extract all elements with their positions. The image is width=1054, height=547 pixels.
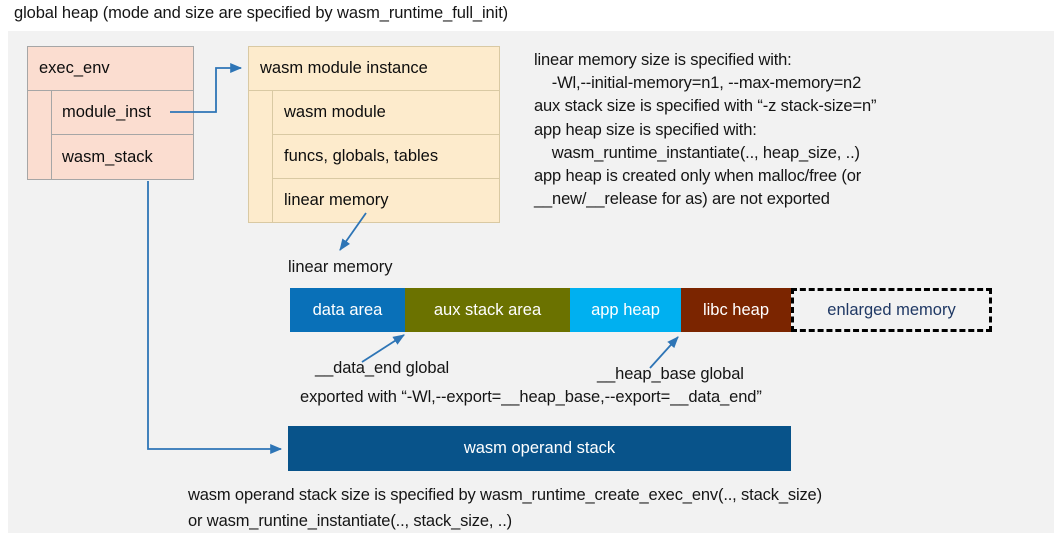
exec-env-header-label: exec_env: [39, 59, 110, 77]
wasm-module-instance-header-label: wasm module instance: [260, 59, 428, 77]
wmi-field-funcs-globals-tables: funcs, globals, tables: [273, 135, 499, 179]
memory-segment-data-area: data area: [290, 288, 405, 332]
wmi-field-linear-memory: linear memory: [273, 179, 499, 222]
annotation-exported-with: exported with “-Wl,--export=__heap_base,…: [300, 388, 762, 406]
wasm-module-instance-box: wasm module instance wasm module funcs, …: [248, 46, 500, 223]
wmi-field-label: linear memory: [284, 191, 389, 209]
wmi-field-wasm-module: wasm module: [273, 91, 499, 135]
memory-segment-label: libc heap: [702, 300, 770, 319]
exec-env-header: exec_env: [28, 47, 193, 91]
linear-memory-bar: data area aux stack area app heap libc heap…: [290, 288, 992, 332]
linear-memory-notes: linear memory size is specified with: -W…: [534, 51, 877, 209]
exec-env-gutter: [28, 91, 52, 179]
linear-memory-label: linear memory: [288, 258, 393, 276]
wmi-field-label: wasm module: [284, 103, 386, 121]
wasm-module-instance-header: wasm module instance: [249, 47, 499, 91]
exec-env-field-label: wasm_stack: [62, 147, 153, 166]
memory-segment-libc-heap: libc heap: [681, 288, 791, 332]
exec-env-field-wasm-stack: wasm_stack: [52, 135, 193, 179]
memory-segment-app-heap: app heap: [570, 288, 681, 332]
memory-segment-label: enlarged memory: [827, 300, 956, 319]
wasm-module-instance-gutter: [249, 91, 273, 222]
annotation-heap-base: __heap_base global: [597, 365, 744, 383]
memory-segment-label: aux stack area: [433, 300, 542, 319]
exec-env-field-label: module_inst: [62, 103, 151, 121]
exec-env-field-module-inst: module_inst: [52, 91, 193, 135]
exec-env-box: exec_env module_inst wasm_stack: [27, 46, 194, 180]
annotation-data-end: __data_end global: [315, 359, 450, 377]
memory-segment-aux-stack-area: aux stack area: [405, 288, 570, 332]
page-title: global heap (mode and size are specified…: [14, 4, 509, 22]
wasm-operand-stack-label: wasm operand stack: [463, 439, 616, 457]
wasm-operand-stack-bar: wasm operand stack: [288, 426, 791, 471]
memory-segment-label: app heap: [591, 300, 660, 319]
memory-segment-label: data area: [312, 300, 383, 319]
memory-segment-enlarged-memory: enlarged memory: [791, 288, 992, 332]
wmi-field-label: funcs, globals, tables: [284, 147, 439, 165]
operand-stack-notes: wasm operand stack size is specified by …: [188, 486, 822, 530]
